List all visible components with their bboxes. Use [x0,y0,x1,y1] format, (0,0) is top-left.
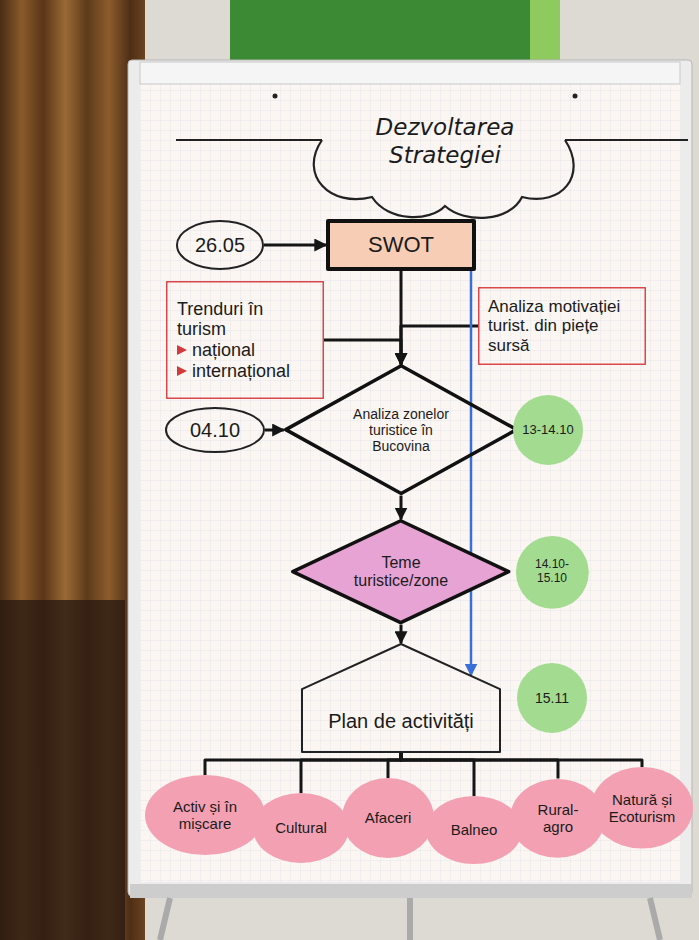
node-text: Trenduri în turismnaționalinternațional [177,299,313,382]
node-text: SWOT [368,232,434,257]
theme-oval: Afaceri [342,778,434,858]
node-text: Analiza motivației turist. din piețe sur… [488,297,636,356]
connector-arrow [264,244,326,247]
theme-oval: Activ și în mișcare [145,775,265,855]
node-text: Activ și în mișcare [162,798,248,833]
decision-diamond-shape [293,521,509,623]
diagram-title: Dezvoltarea Strategiei [355,114,535,169]
theme-oval-shape [426,796,522,864]
clamp-bar [140,62,680,84]
node-label: 15.11 [535,690,569,706]
node-text: Plan de activități [328,710,474,733]
node-label: 26.05 [195,234,245,257]
node-text: Afaceri [365,809,412,826]
node-label: național [192,340,255,361]
chair-shadow [0,600,125,940]
paper [140,82,680,882]
node-text: 14.10-15.10 [524,558,580,586]
node-label: 04.10 [190,419,240,442]
connector-arrow [324,340,401,364]
date-circle-shape [516,536,589,609]
node-text: Rural-agro [523,801,593,836]
node-label: Teme turistice/zone [343,554,459,591]
node-label: Cultural [275,819,327,836]
node-label: Plan de activități [328,710,474,733]
theme-oval: Rural-agro [510,779,605,858]
pin-dot [273,94,278,99]
theme-oval: Natură și Ecoturism [591,767,693,849]
node-label: Trenduri în turism [177,299,313,340]
node-label: Rural-agro [523,801,593,836]
node-text: Teme turistice/zone [343,554,459,591]
node-label: SWOT [368,232,434,257]
decision-diamond-shape [286,366,517,494]
node-text: Balneo [451,821,498,838]
node-label: internațional [192,361,290,382]
node-text: 13-14.10 [522,423,573,438]
process-box-shape [328,221,474,269]
date-oval-shape [177,221,263,269]
connector-arrow [401,753,558,779]
date-oval-shape [166,408,264,452]
node-label: Natură și Ecoturism [604,791,680,826]
connector-arrow [401,753,642,767]
date-circle-shape [517,663,587,733]
bullet-mark [177,366,187,376]
node-text: 26.05 [195,234,245,257]
decision-diamond: Analiza zonelor turistice în Bucovina [284,364,518,495]
connector-arrow [388,753,401,778]
theme-oval: Balneo [426,796,522,864]
input-box-shape [167,282,324,399]
feedback-arrow [470,271,473,675]
node-text: Natură și Ecoturism [604,791,680,826]
input-box-shape [479,288,646,365]
node-label: Analiza motivației turist. din piețe sur… [488,297,636,356]
node-text: 04.10 [190,419,240,442]
node-text: 15.11 [535,690,569,706]
theme-oval-shape [342,778,434,858]
date-circle: 14.10-15.10 [516,536,589,609]
easel-legs [160,898,660,940]
bullet-mark [177,345,187,355]
theme-oval: Cultural [253,793,349,863]
date-oval: 04.10 [165,407,265,453]
date-oval: 26.05 [176,220,264,270]
date-circle: 13-14.10 [513,395,583,465]
input-box: Trenduri în turismnaționalinternațional [166,281,324,399]
node-label: 14.10-15.10 [524,558,580,586]
node-label: Balneo [451,821,498,838]
decision-diamond: Teme turistice/zone [291,519,510,624]
curtain [0,0,145,940]
process-box: SWOT [326,219,476,271]
node-label: 13-14.10 [522,423,573,438]
flipchart-frame [128,60,692,896]
theme-oval-shape [591,767,693,849]
plan-shape-shape [302,644,500,752]
connector-arrow [400,496,403,520]
node-text: Cultural [275,819,327,836]
input-box: Analiza motivației turist. din piețe sur… [478,287,646,365]
tray [130,884,692,898]
bullet-row: internațional [177,361,313,382]
date-circle: 15.11 [517,663,587,733]
connector-arrow [401,326,478,364]
connector-arrow [205,753,401,775]
theme-oval-shape [145,775,265,855]
node-label: Analiza zonelor turistice în Bucovina [341,406,461,454]
connector-arrow [265,429,284,432]
bullet-row: național [177,340,313,361]
date-circle-shape [513,395,583,465]
node-label: Activ și în mișcare [162,798,248,833]
pin-dot [573,94,578,99]
theme-oval-shape [253,793,349,863]
theme-oval-shape [510,779,605,858]
node-text: Analiza zonelor turistice în Bucovina [341,406,461,454]
plan-shape-outline [301,643,501,753]
connector-arrow [400,625,403,643]
node-label: Afaceri [365,809,412,826]
plan-shape: Plan de activități [301,643,501,753]
